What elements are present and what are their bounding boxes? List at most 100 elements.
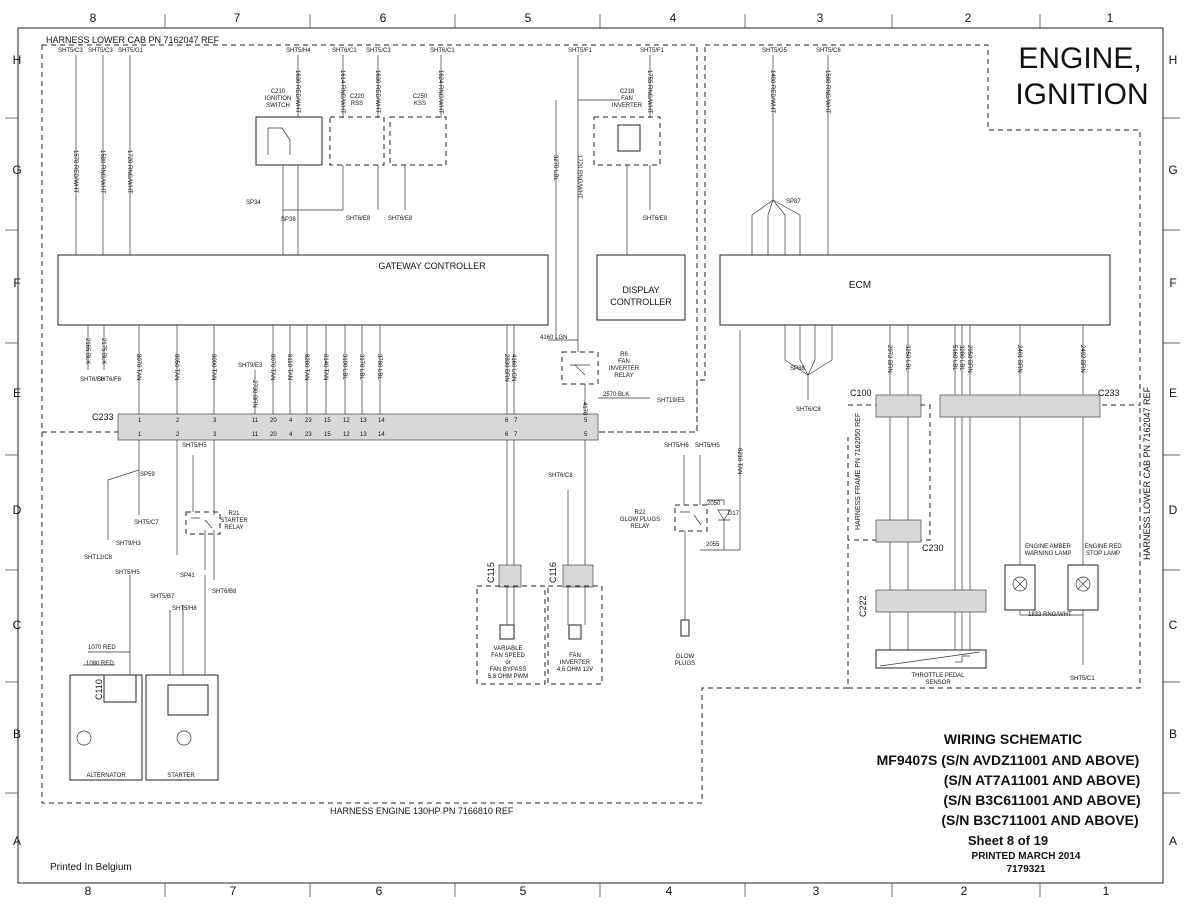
ignition-switch-box <box>255 116 323 166</box>
col-label-bottom: 7 <box>230 884 237 898</box>
svg-text:12: 12 <box>343 418 350 424</box>
printed-in: Printed In Belgium <box>50 862 132 873</box>
document-number: 7179321 <box>1007 864 1046 875</box>
wire-label: 2950 BRN <box>966 345 972 373</box>
sheet-ref: SHT5/C1 <box>1070 676 1095 682</box>
wire-label: 3170 LBL <box>358 354 364 380</box>
sheet-ref: SHT5/H5 <box>695 443 720 449</box>
glow-plugs-label: PLUGS <box>675 661 695 667</box>
wire-label: 3780 LBL <box>376 354 382 380</box>
c233-connector-right <box>939 394 1101 418</box>
svg-text:13: 13 <box>360 432 367 438</box>
r21-label: RELAY <box>224 525 243 531</box>
r6-label: INVERTER <box>609 366 640 372</box>
col-label-bottom: 4 <box>666 884 673 898</box>
harness-frame-label: HARNESS FRAME PN 7162050 REF <box>855 413 862 530</box>
c210-label: IGNITION <box>265 96 292 102</box>
svg-text:4: 4 <box>289 432 293 438</box>
svg-text:5: 5 <box>584 432 588 438</box>
wire-label: 1720 RNG/WHT <box>576 155 582 199</box>
sheet-ref: SHT5/C3 <box>88 48 113 54</box>
wire-label: 1570 RED/WHT <box>72 150 78 193</box>
c250-label: C250 <box>413 94 428 100</box>
c100-label: C100 <box>850 388 872 398</box>
sp59-label: SP59 <box>140 472 155 478</box>
svg-text:13: 13 <box>360 418 367 424</box>
c116-connector <box>562 564 594 588</box>
row-label-right: C <box>1169 618 1178 632</box>
wire-label: 1720 RNG/WHT <box>126 150 132 194</box>
col-label-bottom: 3 <box>813 884 820 898</box>
drawing-frame <box>17 27 1164 884</box>
sheet-ref: SHT5/H5 <box>182 443 207 449</box>
wire-label: 1580 RNG/WHT <box>824 70 830 114</box>
svg-text:3: 3 <box>213 418 217 424</box>
alternator-label: ALTERNATOR <box>86 773 126 779</box>
wire-2050-label: 2050 <box>707 501 721 507</box>
wire-label: 3250 LBL <box>904 345 910 371</box>
fan-inverter-switch <box>617 124 641 152</box>
svg-text:23: 23 <box>305 418 312 424</box>
fan-speed-label: 5,8 OHM PWM <box>488 674 528 680</box>
engine-right-wires <box>889 417 1084 665</box>
wire-label: 8000 TAN <box>210 354 216 380</box>
wire-label: 2830 BRN <box>503 354 509 382</box>
wire-label: 3280 LBL <box>958 345 964 371</box>
row-label-left: G <box>12 163 21 177</box>
wire-label: 1580 RNG/WHT <box>99 150 105 194</box>
svg-text:4: 4 <box>289 418 293 424</box>
wire-2570-label: 2570 BLK <box>603 392 629 398</box>
row-label-right: A <box>1169 834 1177 848</box>
row-label-left: D <box>13 503 22 517</box>
throttle-label: THROTTLE PEDAL <box>911 673 965 679</box>
starter-label: STARTER <box>167 773 195 779</box>
wire-label: 8070 TAN <box>135 354 141 380</box>
ecm-output-wires <box>889 325 1084 395</box>
sheet-ref: SHT6/E8 <box>388 216 413 222</box>
fan-speed-box <box>476 585 546 685</box>
sheet-ref: SHT5/C3 <box>58 48 83 54</box>
wire-label: 2730 BRN <box>251 380 257 408</box>
sheet-ref: SHT6/C1 <box>430 48 455 54</box>
sheet-ref: SHT9/E3 <box>238 363 263 369</box>
sheet-ref: SHT6/C1 <box>332 48 357 54</box>
svg-text:20: 20 <box>270 418 277 424</box>
row-label-right: D <box>1169 503 1178 517</box>
col-label-top: 5 <box>525 11 532 25</box>
col-label-bottom: 8 <box>85 884 92 898</box>
wire-label: 1400 RED/WHT <box>769 70 775 113</box>
row-label-left: B <box>13 727 21 741</box>
glow-plug-icon <box>680 619 690 637</box>
sheet-ref: SHT5/G5 <box>762 48 788 54</box>
model-line: MF9407S (S/N AVDZ11001 AND ABOVE) <box>877 752 1140 768</box>
r6-label: FAN <box>618 359 630 365</box>
throttle-label: SENSOR <box>925 680 951 686</box>
col-label-top: 2 <box>965 11 972 25</box>
harness-engine-boundary <box>41 405 1141 804</box>
c230-label: C230 <box>922 543 944 553</box>
c210-label: C210 <box>271 89 286 95</box>
svg-text:2: 2 <box>176 418 180 424</box>
ecm-label: ECM <box>849 280 871 291</box>
svg-text:7: 7 <box>514 418 518 424</box>
svg-text:1: 1 <box>138 418 142 424</box>
sheet-ref: SHT19/E5 <box>657 398 685 404</box>
red-lamp-bulb-icon <box>1075 576 1091 592</box>
c115-label: C115 <box>486 562 496 583</box>
gateway-wire-labels: 2165 BLK 2175 BLK 8070 TAN 8050 TAN 8000… <box>84 338 516 408</box>
harness-lower-cab-boundary-left <box>41 44 698 433</box>
starter-icon <box>176 730 192 746</box>
c115-connector <box>498 564 522 588</box>
sheet-ref: SHT6/C8 <box>796 407 821 413</box>
sheet-ref: SHT5/H5 <box>115 570 140 576</box>
ecm-wire-labels: 2972 BRN 3250 LBL 5160 LBL 3280 LBL 2950… <box>886 345 1085 373</box>
sheet-ref: SHT5/C7 <box>134 520 159 526</box>
serial-line: (S/N AT7A11001 AND ABOVE) <box>944 772 1141 788</box>
c250-label: KSS <box>414 101 426 107</box>
svg-text:5: 5 <box>584 418 588 424</box>
engine-red-stop-lamp <box>1067 564 1099 611</box>
wire-label: 5160 LBL <box>951 345 957 371</box>
r21-starter-relay <box>185 511 221 535</box>
c210-label: SWITCH <box>266 103 290 109</box>
col-label-bottom: 1 <box>1103 884 1110 898</box>
